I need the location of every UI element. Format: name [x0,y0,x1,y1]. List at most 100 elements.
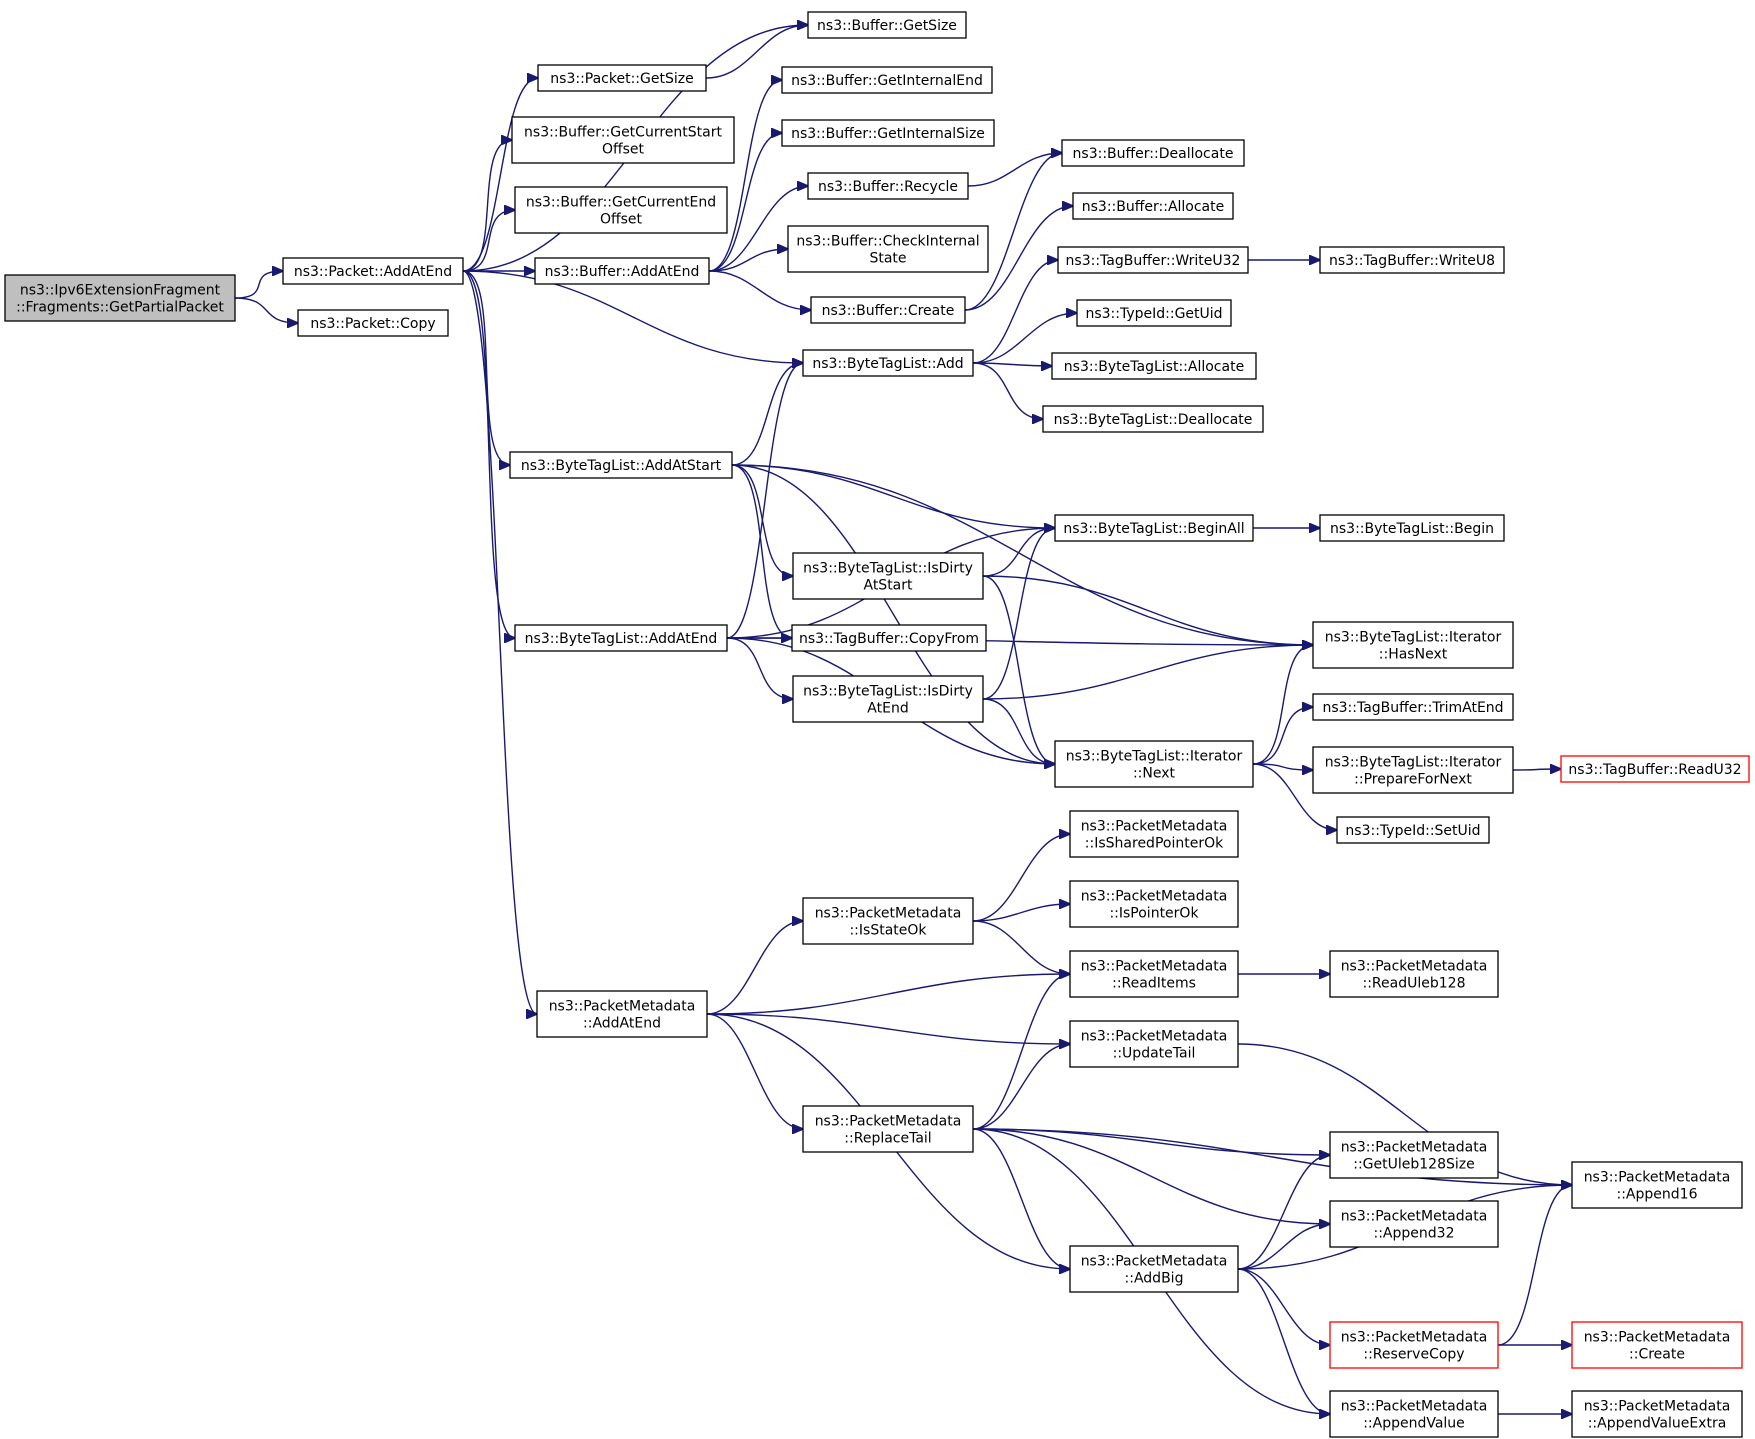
node-label: ::Next [1133,766,1176,782]
edge-path [1237,1043,1572,1185]
node-label: ns3::ByteTagList::Iterator [1066,749,1243,765]
node-box [802,897,974,945]
node-label: ::AddBig [1125,1271,1184,1287]
node-btl-alloc[interactable]: ns3::ByteTagList::Allocate [1051,352,1257,380]
node-label: ns3::PacketMetadata [1584,1330,1731,1346]
node-label: AtEnd [867,701,908,717]
node-btl-add[interactable]: ns3::ByteTagList::Add [802,349,974,377]
node-box [1076,299,1232,327]
edge-pkt-addatend-to-buf-curend [462,210,515,272]
node-btl-next[interactable]: ns3::ByteTagList::Iterator::Next [1054,740,1254,788]
node-box [1571,1390,1743,1438]
node-pkt-copy[interactable]: ns3::Packet::Copy [297,309,449,337]
edge-path [708,270,811,310]
node-label: State [869,251,906,267]
node-box [1571,1321,1743,1369]
edge-pm-addbig-to-pm-reservecopy [1237,1268,1330,1345]
node-pm-getuleb[interactable]: ns3::PacketMetadata::GetUleb128Size [1329,1131,1499,1179]
node-buf-alloc[interactable]: ns3::Buffer::Allocate [1072,192,1234,220]
node-btl-addatend[interactable]: ns3::ByteTagList::AddAtEnd [514,624,728,652]
node-label: ns3::Buffer::GetCurrentEnd [526,195,716,211]
node-box [1329,1200,1499,1248]
node-tb-writeu32[interactable]: ns3::TagBuffer::WriteU32 [1057,246,1249,274]
edge-pm-isstateok-to-pm-issharedptr [972,834,1070,922]
node-label: ns3::ByteTagList::AddAtStart [521,458,722,474]
node-tid-getuid[interactable]: ns3::TypeId::GetUid [1076,299,1232,327]
node-pm-replacetail[interactable]: ns3::PacketMetadata::ReplaceTail [802,1105,974,1153]
node-root[interactable]: ns3::Ipv6ExtensionFragment::Fragments::G… [4,274,236,322]
edge-btl-next-to-btl-hasnext [1252,645,1313,765]
node-tb-readu32[interactable]: ns3::TagBuffer::ReadU32 [1560,755,1750,783]
node-label: ns3::ByteTagList::IsDirty [803,561,973,577]
edge-pkt-addatend-to-buf-curstart [462,140,512,272]
node-btl-preparenext[interactable]: ns3::ByteTagList::Iterator::PrepareForNe… [1312,746,1514,794]
node-buf-intend[interactable]: ns3::Buffer::GetInternalEnd [781,66,993,94]
node-label: ns3::ByteTagList::Allocate [1064,359,1244,375]
node-label: ns3::PacketMetadata [1341,1330,1488,1346]
node-tb-writeu8[interactable]: ns3::TagBuffer::WriteU8 [1319,246,1505,274]
node-btl-dealloc[interactable]: ns3::ByteTagList::Deallocate [1042,405,1264,433]
node-pm-isstateok[interactable]: ns3::PacketMetadata::IsStateOk [802,897,974,945]
node-pm-isptrok[interactable]: ns3::PacketMetadata::IsPointerOk [1069,880,1239,928]
edge-pm-addatend-to-pm-isstateok [706,921,803,1015]
node-label: ns3::Packet::GetSize [550,71,693,87]
node-label: ns3::PacketMetadata [1081,889,1228,905]
node-box [1051,352,1257,380]
node-box [1560,755,1750,783]
node-label: ns3::PacketMetadata [1341,1140,1488,1156]
edge-path [972,834,1070,922]
node-box [1069,1020,1239,1068]
edge-path [1237,1224,1330,1270]
node-label: ns3::TagBuffer::ReadU32 [1568,762,1741,778]
node-pm-append32[interactable]: ns3::PacketMetadata::Append32 [1329,1200,1499,1248]
node-label: ns3::Buffer::AddAtEnd [545,264,700,280]
node-pm-issharedptr[interactable]: ns3::PacketMetadata::IsSharedPointerOk [1069,810,1239,858]
node-pm-append16[interactable]: ns3::PacketMetadata::Append16 [1571,1161,1743,1209]
node-pm-reservecopy[interactable]: ns3::PacketMetadata::ReserveCopy [1329,1321,1499,1369]
node-box [1319,246,1505,274]
edge-path [706,1013,1070,1044]
node-label: ns3::PacketMetadata [815,906,962,922]
node-pm-updatetail[interactable]: ns3::PacketMetadata::UpdateTail [1069,1020,1239,1068]
node-tb-trimatend[interactable]: ns3::TagBuffer::TrimAtEnd [1312,693,1514,721]
node-buf-addatend[interactable]: ns3::Buffer::AddAtEnd [534,257,710,285]
node-pm-addbig[interactable]: ns3::PacketMetadata::AddBig [1069,1245,1239,1293]
edge-path [982,575,1055,764]
node-pkt-getsize[interactable]: ns3::Packet::GetSize [537,64,707,92]
node-label: ns3::ByteTagList::Iterator [1325,630,1502,646]
node-btl-beginall[interactable]: ns3::ByteTagList::BeginAll [1054,514,1254,542]
node-box [1069,1245,1239,1293]
node-label: ::HasNext [1379,647,1448,663]
node-box [1312,693,1514,721]
node-buf-recycle[interactable]: ns3::Buffer::Recycle [807,172,969,200]
edge-buf-create-to-buf-alloc [964,206,1073,311]
node-buf-create[interactable]: ns3::Buffer::Create [810,296,966,324]
node-btl-addatstart[interactable]: ns3::ByteTagList::AddAtStart [509,451,733,479]
node-pkt-addatend[interactable]: ns3::Packet::AddAtEnd [282,257,464,285]
node-pm-readitems[interactable]: ns3::PacketMetadata::ReadItems [1069,950,1239,998]
node-btl-hasnext[interactable]: ns3::ByteTagList::Iterator::HasNext [1312,621,1514,669]
edge-btl-addatstart-to-btl-hasnext [731,464,1313,645]
node-tb-copyfrom[interactable]: ns3::TagBuffer::CopyFrom [791,624,987,652]
node-box [1061,139,1245,167]
node-pm-addatend[interactable]: ns3::PacketMetadata::AddAtEnd [536,990,708,1038]
node-buf-getsize[interactable]: ns3::Buffer::GetSize [807,11,967,39]
node-buf-intsize[interactable]: ns3::Buffer::GetInternalSize [781,119,995,147]
node-pm-create[interactable]: ns3::PacketMetadata::Create [1571,1321,1743,1369]
node-pm-appendvalue[interactable]: ns3::PacketMetadata::AppendValue [1329,1390,1499,1438]
node-pm-readuleb[interactable]: ns3::PacketMetadata::ReadUleb128 [1329,950,1499,998]
node-box [802,349,974,377]
node-label: ns3::TagBuffer::CopyFrom [799,631,979,647]
node-tid-setuid[interactable]: ns3::TypeId::SetUid [1336,816,1490,844]
edge-pm-addatend-to-pm-replacetail [706,1013,803,1129]
node-box [807,11,967,39]
node-label: ns3::Buffer::GetSize [817,18,957,34]
node-btl-begin[interactable]: ns3::ByteTagList::Begin [1319,514,1505,542]
node-pm-appendvalueextra[interactable]: ns3::PacketMetadata::AppendValueExtra [1571,1390,1743,1438]
node-buf-dealloc[interactable]: ns3::Buffer::Deallocate [1061,139,1245,167]
